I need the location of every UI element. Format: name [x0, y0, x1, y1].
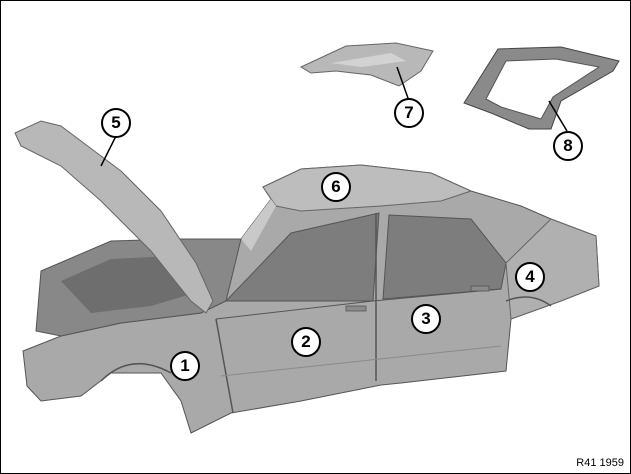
callout-6: 6 [321, 172, 351, 202]
callout-5: 5 [101, 108, 131, 138]
callout-3: 3 [411, 304, 441, 334]
callout-4: 4 [515, 262, 545, 292]
hood-part [14, 120, 214, 314]
callout-7: 7 [394, 98, 424, 128]
reference-code: R41 1959 [576, 457, 624, 469]
callout-2: 2 [291, 327, 321, 357]
callout-8: 8 [553, 131, 583, 161]
callout-1: 1 [170, 351, 200, 381]
